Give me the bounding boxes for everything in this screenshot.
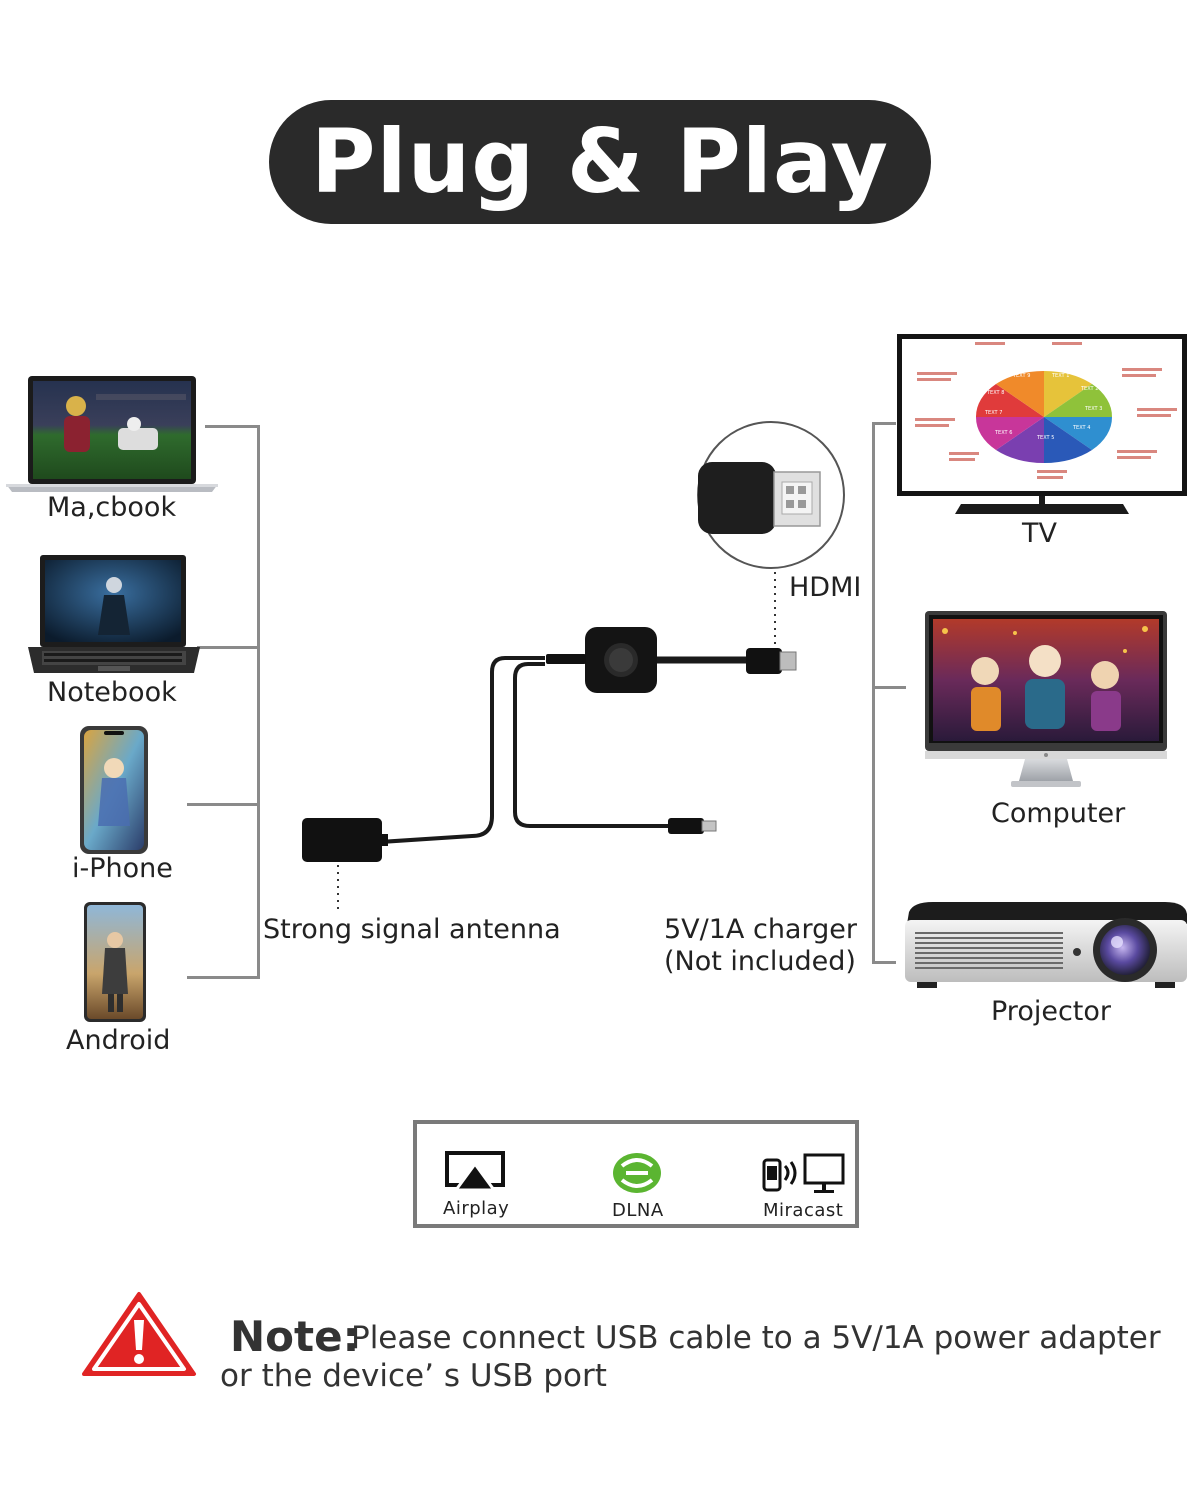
left-bracket-tick-notebook — [197, 646, 260, 649]
android-device — [84, 902, 146, 1022]
left-bracket-tick-macbook — [205, 425, 260, 428]
antenna-module — [302, 818, 388, 862]
projector-device — [903, 902, 1189, 990]
charger-label-line1: 5V/1A charger — [664, 914, 857, 945]
tv-chart-text-6: TEXT 6 — [994, 430, 1012, 436]
tv-device: TEXT 1 TEXT 2 TEXT 3 TEXT 4 TEXT 5 TEXT … — [897, 334, 1187, 516]
tv-chart-text-9: TEXT 9 — [1012, 373, 1030, 379]
note-text-line2: or the device’ s USB port — [220, 1358, 607, 1394]
computer-label: Computer — [991, 798, 1126, 829]
phone-android-icon — [84, 902, 146, 1022]
warning-icon — [82, 1292, 196, 1376]
right-bracket-tick-tv — [872, 422, 896, 425]
tv-chart-text-4: TEXT 4 — [1072, 425, 1090, 431]
title-banner: Plug & Play — [269, 100, 931, 224]
right-bracket-vertical — [872, 422, 875, 964]
hdmi-connector-icon — [698, 462, 821, 534]
dongle-body — [546, 627, 657, 693]
projector-icon — [905, 902, 1187, 988]
protocol-box: Airplay DLNA Miracast — [413, 1120, 859, 1228]
dlna-label: DLNA — [612, 1200, 664, 1221]
miracast-icon — [762, 1153, 845, 1193]
tv-chart-text-2: TEXT 2 — [1080, 386, 1098, 392]
tv-chart-text-8: TEXT 8 — [986, 390, 1004, 396]
right-bracket-tick-computer — [872, 686, 906, 689]
monitor-icon — [925, 611, 1167, 787]
miracast-label: Miracast — [763, 1200, 844, 1221]
dongle-diagram — [302, 421, 845, 910]
tv-label: TV — [1022, 518, 1057, 549]
airplay-icon — [445, 1151, 505, 1192]
left-bracket-tick-android — [187, 976, 260, 979]
iphone-device — [80, 726, 148, 854]
tv-chart-text-7: TEXT 7 — [984, 410, 1002, 416]
page-title: Plug & Play — [310, 110, 889, 213]
tv-chart-text-1: TEXT 1 — [1051, 373, 1069, 379]
phone-iphone-icon — [80, 726, 148, 854]
left-bracket-tick-iphone — [187, 803, 260, 806]
hdmi-plug — [746, 648, 797, 674]
projector-label: Projector — [991, 996, 1111, 1027]
right-bracket-tick-projector — [872, 961, 896, 964]
charger-label-line2: (Not included) — [664, 946, 856, 977]
hdmi-label: HDMI — [789, 572, 862, 603]
micro-usb-plug — [668, 818, 717, 834]
note-title: Note: — [230, 1312, 360, 1361]
computer-device — [925, 611, 1167, 789]
tv-chart-text-3: TEXT 3 — [1084, 406, 1102, 412]
note-text-line1: Please connect USB cable to a 5V/1A powe… — [351, 1320, 1161, 1356]
dlna-icon — [613, 1153, 661, 1193]
android-label: Android — [66, 1025, 171, 1056]
antenna-label: Strong signal antenna — [263, 914, 561, 945]
tv-chart-text-5: TEXT 5 — [1036, 435, 1054, 441]
tv-icon: TEXT 1 TEXT 2 TEXT 3 TEXT 4 TEXT 5 TEXT … — [897, 334, 1187, 514]
iphone-label: i-Phone — [72, 853, 173, 884]
notebook-device — [28, 555, 200, 677]
airplay-label: Airplay — [443, 1198, 510, 1219]
macbook-label: Ma,cbook — [47, 492, 177, 523]
notebook-label: Notebook — [47, 677, 177, 708]
macbook-device — [6, 376, 218, 492]
left-bracket-vertical — [257, 425, 260, 978]
laptop-notebook-icon — [28, 555, 200, 673]
laptop-macbook-icon — [6, 376, 218, 492]
